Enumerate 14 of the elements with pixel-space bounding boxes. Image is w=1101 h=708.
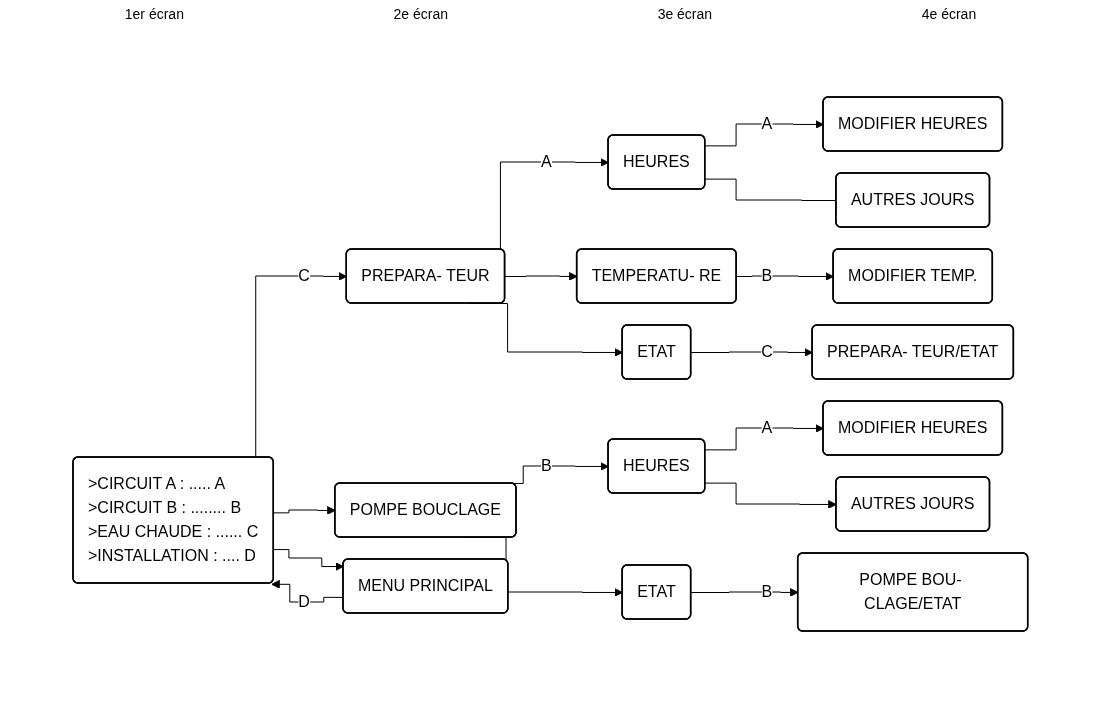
edge-label: B — [761, 266, 773, 284]
edge-label: B — [541, 456, 552, 474]
edge-label: D — [298, 592, 310, 610]
column-heading: 2e écran — [393, 6, 449, 24]
edge-label: A — [761, 418, 773, 436]
arrow — [704, 482, 837, 509]
edge-label: B — [761, 582, 773, 600]
edge-label: A — [761, 114, 773, 132]
edge-label: C — [298, 266, 310, 284]
column-heading: 1er écran — [124, 6, 184, 24]
column-heading: 4e écran — [921, 6, 977, 24]
edge-label: A — [541, 152, 552, 170]
edge-label: C — [761, 342, 773, 360]
column-heading: 3e écran — [657, 6, 713, 24]
